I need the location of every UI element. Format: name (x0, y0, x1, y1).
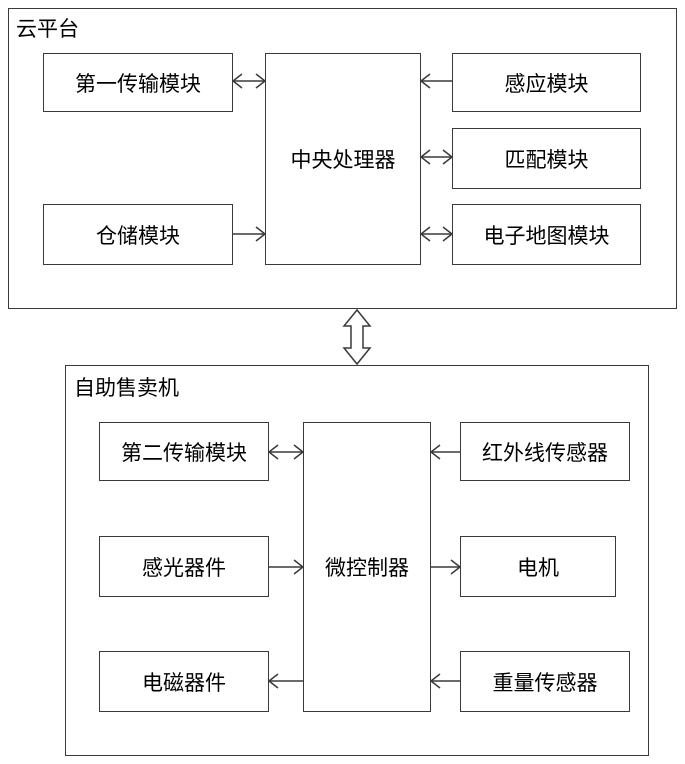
matching-module: 匹配模块 (452, 128, 641, 189)
microcontroller: 微控制器 (303, 422, 431, 712)
central-processor: 中央处理器 (265, 53, 421, 265)
second-transmission-module: 第二传输模块 (99, 422, 269, 481)
sensing-module: 感应模块 (452, 53, 641, 112)
weight-sensor: 重量传感器 (460, 651, 630, 712)
motor: 电机 (460, 536, 616, 597)
infrared-sensor: 红外线传感器 (460, 422, 630, 481)
electromagnetic-device: 电磁器件 (99, 651, 269, 712)
vending-machine-title: 自助售卖机 (74, 376, 179, 400)
first-transmission-module: 第一传输模块 (43, 53, 233, 112)
arrow-cloud-vending (344, 310, 370, 364)
cloud-platform-title: 云平台 (16, 17, 79, 41)
e-map-module: 电子地图模块 (452, 204, 641, 265)
storage-module: 仓储模块 (43, 204, 233, 265)
photosensitive-device: 感光器件 (99, 536, 269, 597)
